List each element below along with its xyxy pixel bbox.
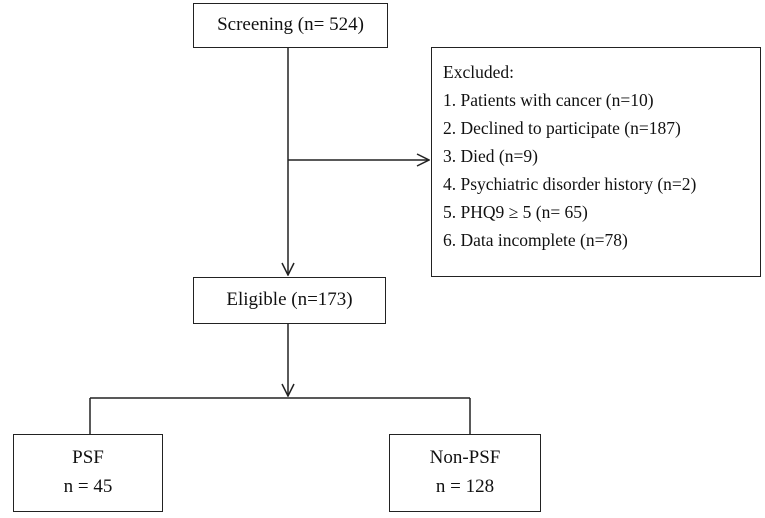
excluded-item-died: 3. Died (n=9) bbox=[443, 146, 538, 166]
nonpsf-group-box: Non-PSF n = 128 bbox=[389, 434, 541, 512]
eligible-label: Eligible (n=173) bbox=[226, 289, 353, 311]
excluded-title: Excluded: bbox=[443, 62, 514, 82]
psf-group-count: n = 45 bbox=[63, 476, 113, 497]
excluded-item-declined: 2. Declined to participate (n=187) bbox=[443, 118, 681, 138]
screening-box: Screening (n= 524) bbox=[193, 3, 388, 48]
excluded-item-cancer: 1. Patients with cancer (n=10) bbox=[443, 90, 654, 110]
excluded-item-incomplete: 6. Data incomplete (n=78) bbox=[443, 230, 628, 250]
nonpsf-group-name: Non-PSF bbox=[429, 447, 501, 469]
excluded-item-phq9: 5. PHQ9 ≥ 5 (n= 65) bbox=[443, 202, 588, 222]
nonpsf-group-count: n = 128 bbox=[435, 476, 495, 497]
excluded-item-psychiatric: 4. Psychiatric disorder history (n=2) bbox=[443, 174, 697, 194]
psf-group-box: PSF n = 45 bbox=[13, 434, 163, 512]
excluded-box: Excluded: 1. Patients with cancer (n=10)… bbox=[431, 47, 761, 277]
eligible-box: Eligible (n=173) bbox=[193, 277, 386, 324]
psf-group-name: PSF bbox=[72, 447, 104, 469]
screening-label: Screening (n= 524) bbox=[217, 14, 364, 36]
